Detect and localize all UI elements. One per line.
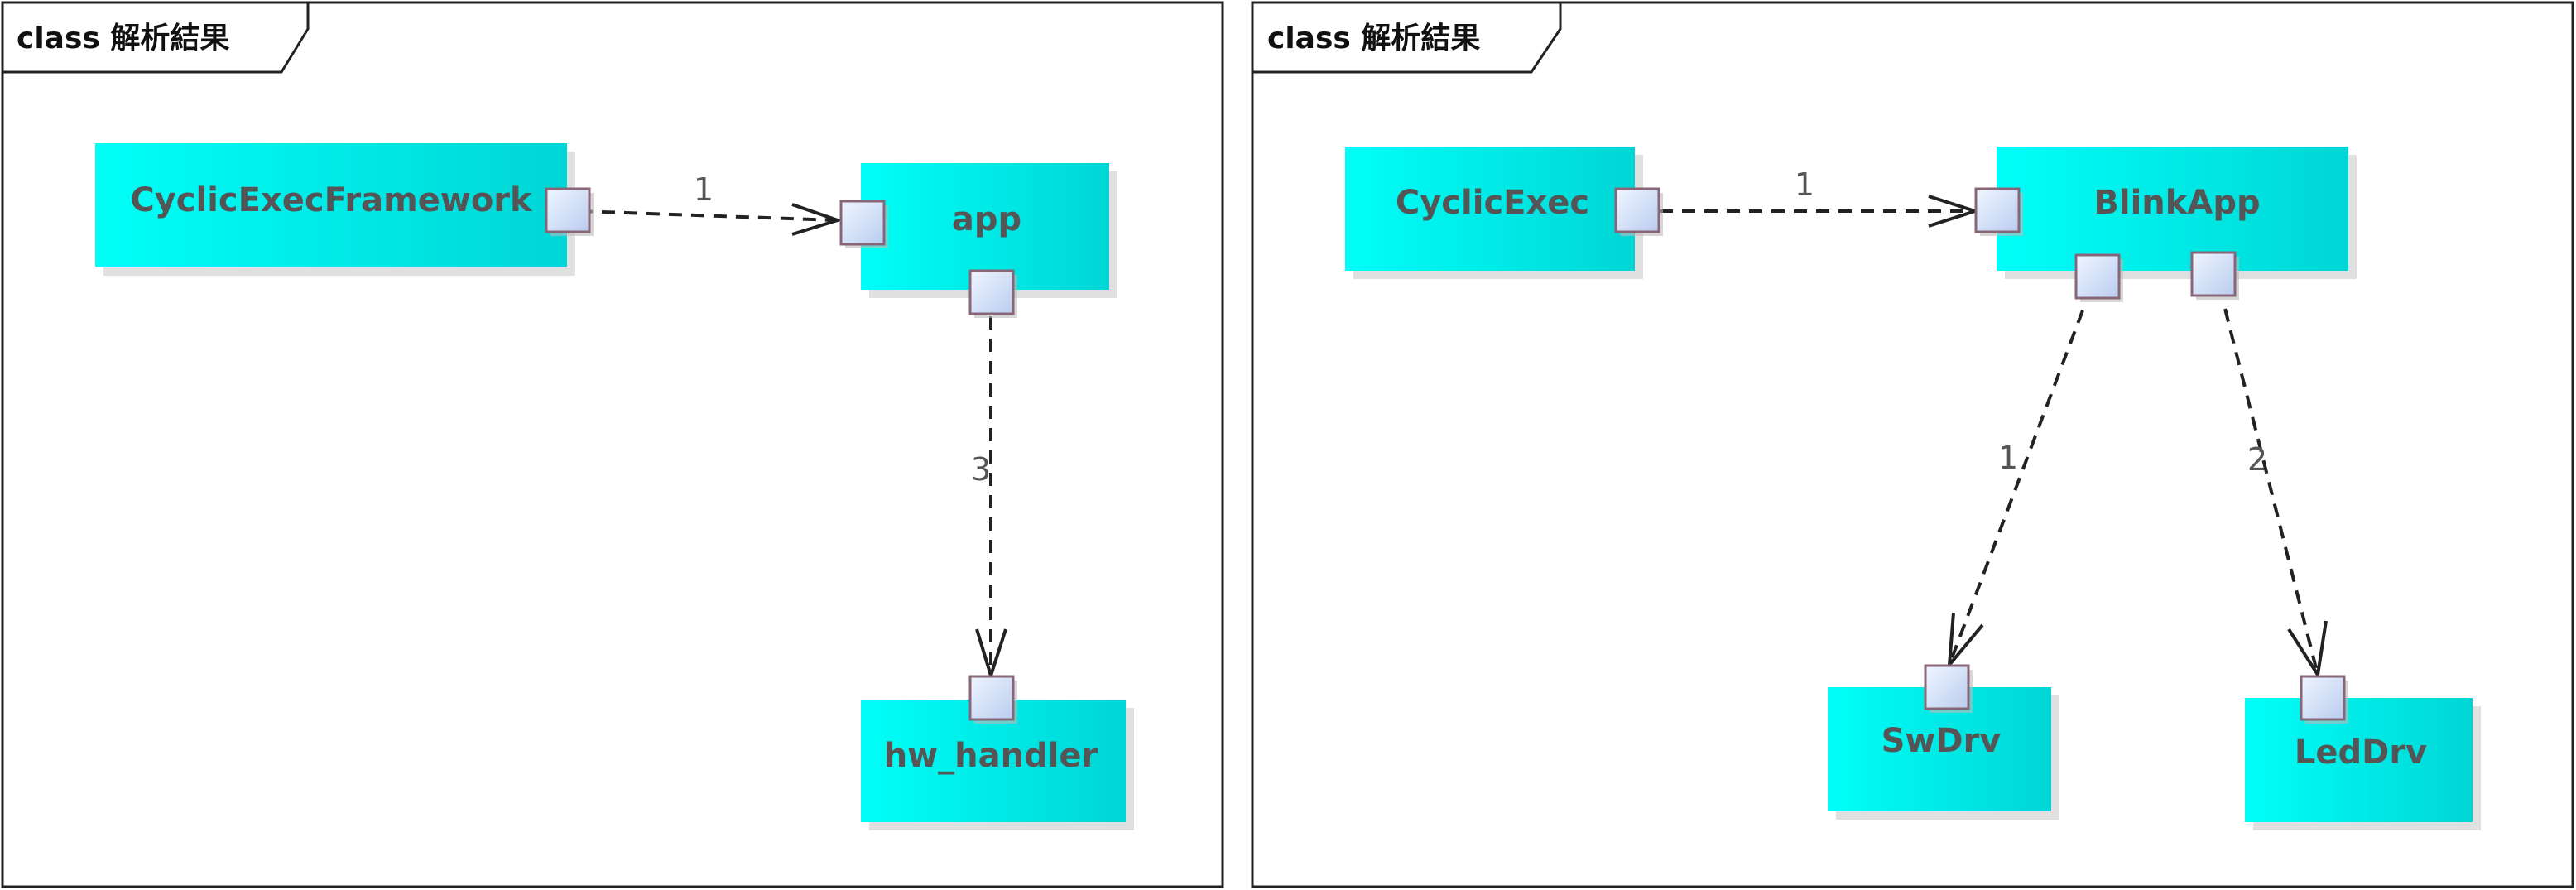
frame-left: class 解析結果 1 3 CyclicExecFramework app [1, 1, 1224, 888]
connector-blink-app-to-leddrv: 2 [2223, 308, 2328, 680]
frame-right: class 解析結果 1 1 2 CyclicExec BlinkApp [1251, 1, 2574, 888]
connector-label: 1 [694, 171, 714, 208]
component-cyclic-exec[interactable]: CyclicExec [1345, 147, 1643, 279]
port[interactable] [1974, 187, 2023, 236]
component-cyclic-exec-framework[interactable]: CyclicExecFramework [95, 143, 575, 276]
frame-right-title: class 解析結果 [1267, 22, 1480, 55]
component-label: LedDrv [2295, 734, 2427, 772]
port[interactable] [2074, 253, 2123, 302]
port[interactable] [968, 675, 1017, 724]
connector-label: 1 [1998, 440, 2018, 476]
port[interactable] [839, 200, 888, 248]
port[interactable] [2190, 251, 2239, 300]
frame-left-title: class 解析結果 [17, 22, 229, 55]
component-label: SwDrv [1882, 722, 2002, 760]
frame-left-title-tab [1, 1, 310, 74]
connector-label: 3 [971, 451, 991, 488]
component-blink-app[interactable]: BlinkApp [1997, 147, 2357, 279]
connector-frameworks-to-app: 1 [579, 171, 843, 236]
port[interactable] [968, 269, 1017, 318]
component-label: hw_handler [884, 737, 1098, 775]
component-leddrv[interactable]: LedDrv [2245, 698, 2481, 830]
component-app[interactable]: app [861, 163, 1117, 298]
port[interactable] [2300, 675, 2348, 724]
port[interactable] [1924, 664, 1973, 713]
frame-right-title-tab [1251, 1, 1562, 74]
connector-label: 2 [2247, 441, 2267, 478]
port[interactable] [545, 187, 594, 236]
connector-label: 1 [1795, 166, 1814, 203]
component-label: BlinkApp [2093, 184, 2260, 222]
component-label: CyclicExec [1396, 184, 1589, 222]
component-label: CyclicExecFramework [130, 181, 533, 219]
component-label: app [952, 200, 1021, 238]
port[interactable] [1614, 187, 1663, 236]
